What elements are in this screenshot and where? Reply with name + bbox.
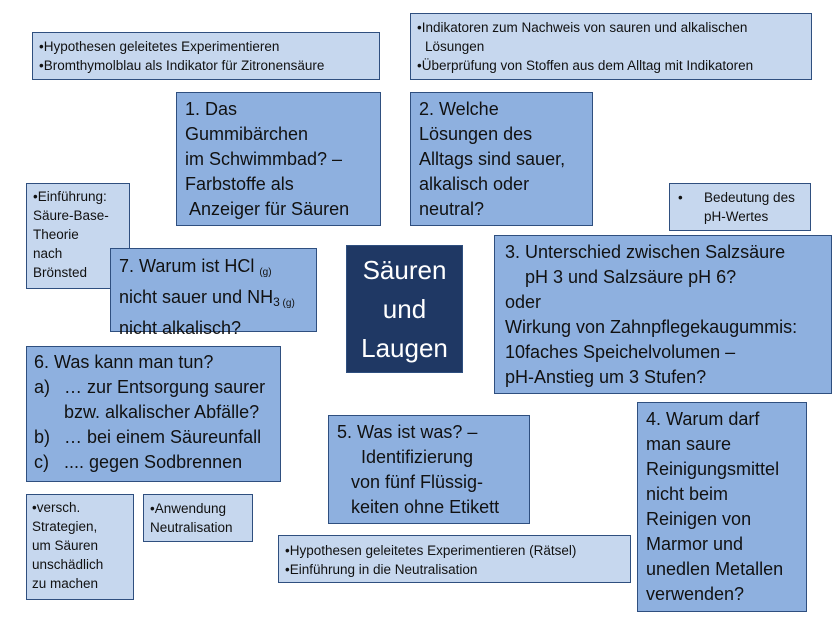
list-marker: a) bbox=[34, 377, 51, 397]
note-ph-wert: • Bedeutung des pH-Wertes bbox=[669, 183, 811, 231]
question-line: neutral? bbox=[419, 199, 485, 219]
question-line: 7. Warum ist HCl (g) bbox=[119, 254, 316, 285]
question-line: 3. Unterschied zwischen Salzsäure bbox=[505, 242, 786, 262]
note-line: pH-Wertes bbox=[704, 209, 769, 224]
question-line: 4. Warum darf bbox=[646, 409, 760, 429]
note-line: Strategien, bbox=[32, 519, 98, 534]
note-line: Brönsted bbox=[33, 265, 88, 280]
note-line: •Indikatoren zum Nachweis von sauren und… bbox=[417, 20, 748, 35]
note-line: •Einführung: bbox=[33, 189, 107, 204]
question-line: Farbstoffe als bbox=[185, 174, 294, 194]
note-line: •Hypothesen geleitetes Experimentieren (… bbox=[285, 543, 577, 558]
question-text: nicht sauer und NH bbox=[119, 287, 274, 307]
note-indikatoren-alltag: •Indikatoren zum Nachweis von sauren und… bbox=[410, 13, 812, 80]
note-line: •Überprüfung von Stoffen aus dem Alltag … bbox=[417, 58, 754, 73]
list-text: .... gegen Sodbrennen bbox=[64, 452, 243, 472]
question-1-gummibaerchen: 1. Das Gummibärchen im Schwimmbad? – Far… bbox=[176, 92, 381, 226]
central-topic: Säuren und Laugen bbox=[346, 245, 463, 373]
question-3-salzsaeure-kaugummi: 3. Unterschied zwischen Salzsäure pH 3 u… bbox=[494, 235, 832, 394]
subscript-3: 3 bbox=[273, 295, 280, 309]
list-item: c) .... gegen Sodbrennen bbox=[34, 450, 280, 475]
list-text: bzw. alkalischer Abfälle? bbox=[64, 402, 260, 422]
note-line: •Anwendung bbox=[150, 501, 227, 516]
question-line: Anzeiger für Säuren bbox=[185, 199, 350, 219]
list-text: … zur Entsorgung saurer bbox=[64, 377, 266, 397]
question-7-hcl-nh3: 7. Warum ist HCl (g) nicht sauer und NH3… bbox=[110, 248, 317, 338]
question-line: Lösungen des bbox=[419, 124, 533, 144]
question-line: nicht alkalisch? bbox=[119, 318, 242, 338]
question-line: unedlen Metallen bbox=[646, 559, 784, 579]
central-topic-line: Laugen bbox=[361, 332, 448, 363]
note-line: •Hypothesen geleitetes Experimentieren bbox=[39, 39, 280, 54]
question-line: Wirkung von Zahnpflegekaugummis: bbox=[505, 317, 798, 337]
question-line: Marmor und bbox=[646, 534, 744, 554]
question-line: Reinigen von bbox=[646, 509, 752, 529]
question-title: 6. Was kann man tun? bbox=[34, 352, 214, 372]
note-line: um Säuren bbox=[32, 538, 99, 553]
question-5-was-ist-was: 5. Was ist was? – Identifizierung von fü… bbox=[328, 415, 530, 524]
note-line: •versch. bbox=[32, 500, 81, 515]
note-line: unschädlich bbox=[32, 557, 104, 572]
question-line: von fünf Flüssig- bbox=[351, 472, 484, 492]
question-line: Identifizierung bbox=[361, 447, 474, 467]
list-item: a) … zur Entsorgung saurer bbox=[34, 375, 280, 400]
question-line: Reinigungsmittel bbox=[646, 459, 780, 479]
list-item: bzw. alkalischer Abfälle? bbox=[34, 400, 280, 425]
list-marker: c) bbox=[34, 452, 49, 472]
note-line: Neutralisation bbox=[150, 520, 233, 535]
list-marker bbox=[34, 400, 64, 425]
question-line: pH 3 und Salzsäure pH 6? bbox=[525, 267, 737, 287]
question-text: 7. Warum ist HCl bbox=[119, 256, 260, 276]
question-line: nicht beim bbox=[646, 484, 729, 504]
note-bullet: • bbox=[678, 190, 683, 205]
central-topic-line: Säuren bbox=[362, 254, 447, 285]
note-line: •Bromthymolblau als Indikator für Zitron… bbox=[39, 58, 325, 73]
question-line: alkalisch oder bbox=[419, 174, 530, 194]
note-line: zu machen bbox=[32, 576, 99, 591]
note-line: nach bbox=[33, 246, 63, 261]
question-line: 1. Das bbox=[185, 99, 238, 119]
question-2-loesungen-alltag: 2. Welche Lösungen des Alltags sind saue… bbox=[410, 92, 593, 226]
question-line: Gummibärchen bbox=[185, 124, 309, 144]
note-line: •Einführung in die Neutralisation bbox=[285, 562, 478, 577]
question-line: man saure bbox=[646, 434, 732, 454]
question-line: 5. Was ist was? – bbox=[337, 422, 478, 442]
note-line: Lösungen bbox=[425, 39, 485, 54]
note-strategien: •versch. Strategien, um Säuren unschädli… bbox=[26, 494, 134, 600]
question-line: im Schwimmbad? – bbox=[185, 149, 343, 169]
subscript-gas: (g) bbox=[259, 267, 272, 278]
question-line: Alltags sind sauer, bbox=[419, 149, 566, 169]
question-line: verwenden? bbox=[646, 584, 745, 604]
central-topic-line: und bbox=[382, 293, 427, 324]
note-line: Bedeutung des bbox=[704, 190, 795, 205]
question-line: 10faches Speichelvolumen – bbox=[505, 342, 736, 362]
note-einfuehrung-bronsted: •Einführung: Säure-Base- Theorie nach Br… bbox=[26, 183, 130, 289]
note-line: Säure-Base- bbox=[33, 208, 109, 223]
question-line: oder bbox=[505, 292, 542, 312]
subscript-gas: (g) bbox=[279, 298, 295, 309]
question-line: 2. Welche bbox=[419, 99, 499, 119]
question-4-reinigungsmittel: 4. Warum darf man saure Reinigungsmittel… bbox=[637, 402, 807, 612]
note-anwendung-neutralisation: •Anwendung Neutralisation bbox=[143, 494, 253, 542]
question-line: nicht sauer und NH3 (g) bbox=[119, 285, 316, 316]
list-marker: b) bbox=[34, 427, 51, 447]
list-item: b) … bei einem Säureunfall bbox=[34, 425, 280, 450]
question-line: keiten ohne Etikett bbox=[351, 497, 500, 517]
note-line: Theorie bbox=[33, 227, 79, 242]
question-line: pH-Anstieg um 3 Stufen? bbox=[505, 367, 707, 387]
question-6-was-kann-man-tun: 6. Was kann man tun? a) … zur Entsorgung… bbox=[26, 346, 281, 482]
note-raetsel-neutralisation: •Hypothesen geleitetes Experimentieren (… bbox=[278, 535, 631, 583]
note-experimentieren-indikator: •Hypothesen geleitetes Experimentieren •… bbox=[32, 32, 380, 80]
list-text: … bei einem Säureunfall bbox=[64, 427, 262, 447]
